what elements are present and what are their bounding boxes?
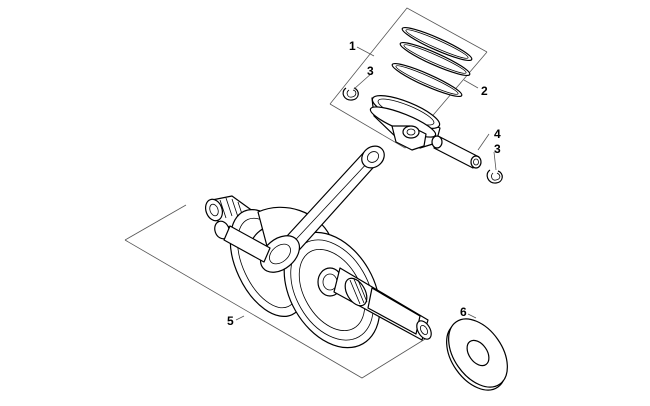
callout-2: 2 [481,84,488,98]
wrist-pin [431,135,482,169]
circlip-left [342,87,359,101]
callout-4: 4 [494,127,501,141]
callout-1: 1 [349,39,356,53]
leader-lines [235,46,497,321]
piston [369,95,441,151]
thrust-washer [446,318,508,391]
callout-6: 6 [460,305,467,319]
piston-rings [391,27,473,97]
callout-3-upper: 3 [367,64,374,78]
connecting-rod [223,145,385,273]
piston-group-outline [329,7,488,149]
callout-5: 5 [227,314,234,328]
circlip-right [486,169,503,184]
callout-3-lower: 3 [494,142,501,156]
crank-group-outline [124,204,431,379]
callouts: 1 2 3 4 3 5 6 [227,39,501,328]
